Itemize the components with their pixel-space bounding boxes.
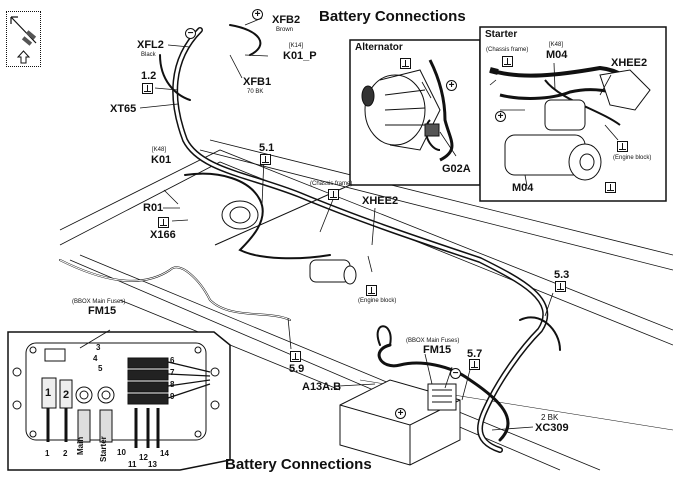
slot-label-4: 4 (93, 354, 98, 363)
title-top: Battery Connections (319, 8, 466, 25)
ground-icon-chassis-mid (328, 189, 339, 200)
label-ground-5-1[interactable]: 5.1 (259, 142, 275, 154)
label-chassis-frame-mid: (Chassis frame) (310, 181, 353, 187)
starter-positive-icon: + (495, 111, 506, 122)
label-k01p-tag: [K14] (289, 43, 304, 49)
label-ground-5-3[interactable]: 5.3 (554, 269, 570, 281)
battery-negative-icon: − (450, 368, 461, 379)
ground-icon-engine-starter (617, 141, 628, 152)
label-ground-5-7[interactable]: 5.7 (467, 348, 483, 360)
label-r01[interactable]: R01 (143, 202, 164, 214)
ground-icon-engine-mid (366, 285, 377, 296)
label-ground-1-2[interactable]: 1.2 (141, 70, 157, 82)
label-k01-tag: [K48] (152, 147, 167, 153)
wire-label-14: 14 (160, 449, 169, 458)
ground-icon-5-9 (290, 351, 301, 362)
row-label-7: 7 (170, 368, 175, 377)
label-a13ab[interactable]: A13A.B (302, 381, 342, 393)
wire-label-13: 13 (148, 460, 157, 469)
title-bottom: Battery Connections (225, 456, 372, 473)
label-m04-tag: [K48] (549, 42, 564, 48)
xfl2-negative-icon: − (185, 28, 196, 39)
battery-positive-icon: + (395, 408, 406, 419)
label-xfb1-color: 70 BK (247, 89, 264, 95)
ground-icon-5-7 (469, 359, 480, 370)
slot-label-3: 3 (96, 343, 101, 352)
slot-label-5: 5 (98, 364, 103, 373)
fusebox-mid (427, 383, 457, 411)
ground-icon-5-3 (555, 281, 566, 292)
wire-label-starter: Starter (99, 436, 108, 462)
wire-label-11: 11 (128, 460, 137, 469)
ground-icon-alternator (400, 58, 411, 69)
label-m04-top[interactable]: M04 (546, 49, 568, 61)
row-label-9: 9 (170, 392, 175, 401)
label-xfl2-color: Black (141, 52, 156, 58)
leader-lines (139, 17, 619, 431)
label-xc309[interactable]: XC309 (535, 422, 569, 434)
label-xfb2[interactable]: XFB2 (272, 14, 301, 26)
label-xhee2-mid[interactable]: XHEE2 (362, 195, 399, 207)
label-k01[interactable]: K01 (151, 154, 172, 166)
label-k01p[interactable]: K01_P (283, 50, 317, 62)
starter-inset-drawing (489, 65, 651, 181)
label-engine-block-mid: (Engine block) (358, 298, 397, 304)
label-ground-5-9[interactable]: 5.9 (289, 363, 305, 375)
label-engine-block-starter: (Engine block) (613, 155, 652, 161)
label-chassis-frame-starter: (Chassis frame) (486, 47, 529, 53)
starter-mid (309, 259, 357, 285)
label-x166[interactable]: X166 (150, 229, 176, 241)
wire-label-2: 2 (63, 449, 68, 458)
starter-inset-header: Starter (485, 29, 518, 40)
label-g02a[interactable]: G02A (442, 163, 471, 175)
ground-icon-1-2 (142, 83, 153, 94)
wire-label-main: Main (76, 436, 85, 455)
main-harness (59, 24, 561, 453)
ground-icon-5-1 (260, 154, 271, 165)
label-xfb2-color: Brown (276, 27, 294, 33)
label-xc309-color: 2 BK (541, 413, 559, 422)
fuse-tile-2: 2 (63, 389, 70, 401)
row-label-6: 6 (170, 356, 175, 365)
row-label-8: 8 (170, 380, 175, 389)
ground-icon-x166 (158, 217, 169, 228)
alternator-inset-drawing (361, 59, 454, 162)
label-fm15-mid[interactable]: FM15 (423, 344, 452, 356)
alternator-positive-icon: + (446, 80, 457, 91)
alternator-inset-header: Alternator (355, 42, 403, 53)
xfb2-positive-icon: + (252, 9, 263, 20)
ground-icon-starter-bottom (605, 182, 616, 193)
wire-label-10: 10 (117, 448, 126, 457)
orientation-nav-box[interactable] (6, 11, 41, 67)
label-xfl2[interactable]: XFL2 (137, 39, 164, 51)
orientation-arrow-icon (10, 16, 37, 64)
ground-icon-chassis-starter (502, 56, 513, 67)
label-fm15-inset[interactable]: FM15 (88, 305, 117, 317)
fuse-tile-1: 1 (45, 387, 52, 399)
label-m04-bottom[interactable]: M04 (512, 182, 534, 194)
label-bbox-main-fuses-inset: (BBOX Main Fuses) (72, 299, 126, 305)
label-bbox-main-fuses-mid: (BBOX Main Fuses) (406, 338, 460, 344)
fusebox-inset-drawing (12, 329, 220, 448)
label-xhee2-starter[interactable]: XHEE2 (611, 57, 648, 69)
alternator-mid (221, 200, 259, 230)
label-xfb1[interactable]: XFB1 (243, 76, 272, 88)
wire-label-1: 1 (45, 449, 50, 458)
wire-label-12: 12 (139, 453, 148, 462)
label-xt65[interactable]: XT65 (110, 103, 137, 115)
